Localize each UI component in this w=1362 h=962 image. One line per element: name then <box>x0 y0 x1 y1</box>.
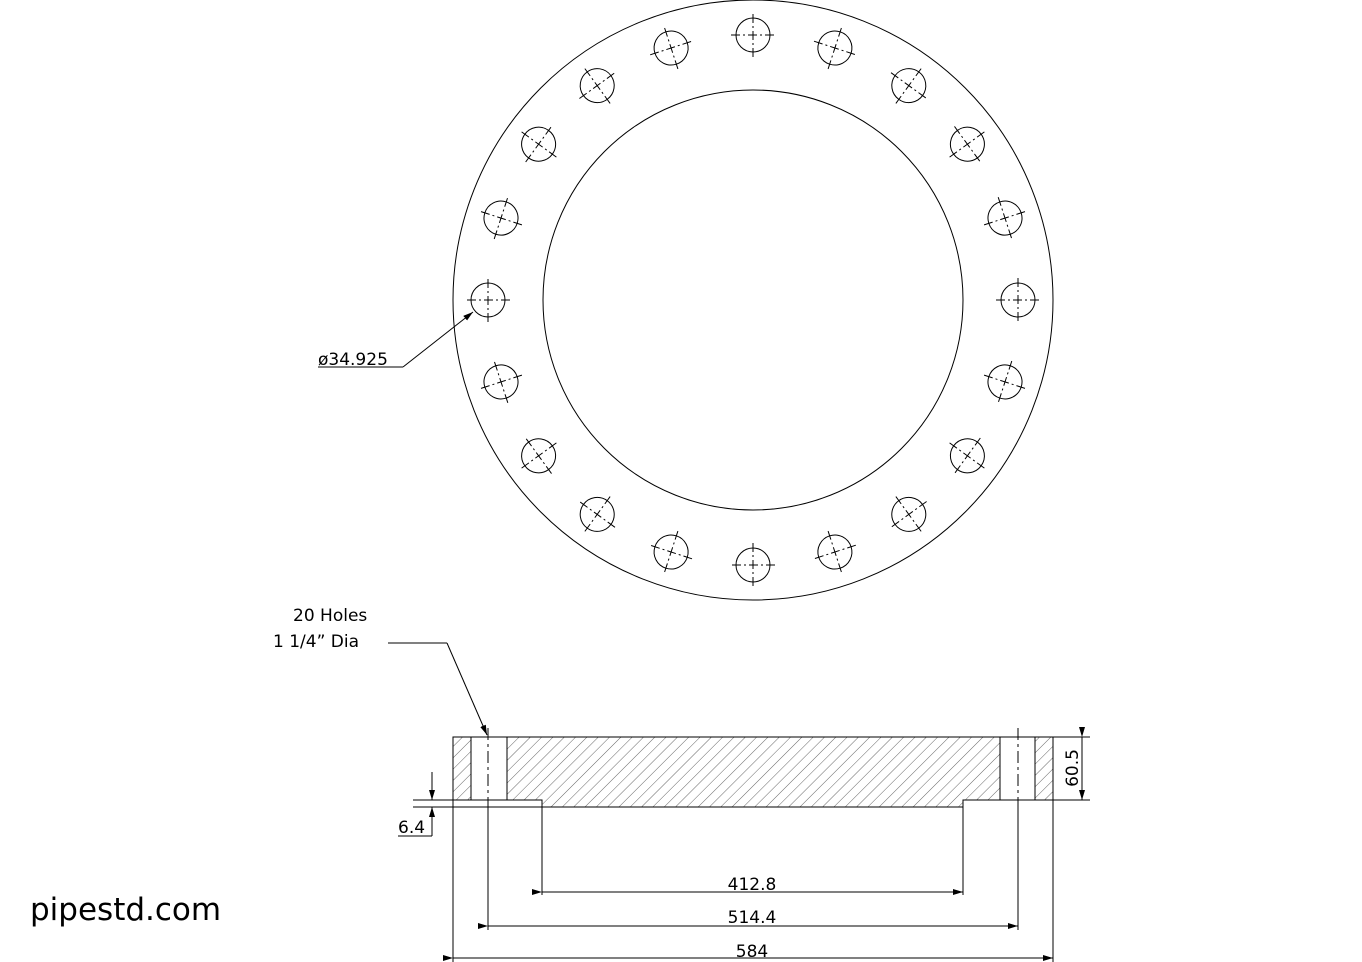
bolt-hole <box>813 530 856 574</box>
flange-section-hatch <box>452 736 1054 808</box>
dim-outer-dia: 584 <box>736 942 768 962</box>
bolt-hole <box>650 530 693 574</box>
bolt-hole <box>520 437 557 474</box>
bolt-hole <box>983 360 1027 403</box>
dim-raised-face: 6.4 <box>398 818 425 838</box>
bolt-hole <box>479 197 523 240</box>
bolt-hole <box>949 437 986 474</box>
hole-dia-leader <box>402 311 474 368</box>
dim-raised-face-dia: 412.8 <box>728 875 777 895</box>
bolt-hole <box>520 126 557 163</box>
hole-note-line2: 1 1/4” Dia <box>273 632 359 652</box>
bolt-hole <box>983 197 1027 240</box>
bolt-hole <box>479 360 523 403</box>
bolt-hole <box>466 278 510 322</box>
bolt-hole <box>813 26 856 70</box>
outer-circle <box>452 0 1054 601</box>
bolt-hole <box>890 67 927 104</box>
bolt-hole <box>579 496 616 533</box>
bolt-hole <box>949 126 986 163</box>
hole-diameter-label: ø34.925 <box>318 350 388 370</box>
dim-bolt-circle: 514.4 <box>728 908 777 928</box>
section-view <box>388 642 1090 962</box>
bolt-hole <box>996 278 1040 322</box>
watermark: pipestd.com <box>30 892 222 928</box>
bore-circle <box>542 89 964 511</box>
bolt-hole <box>731 13 775 57</box>
dim-thickness: 60.5 <box>1063 749 1083 787</box>
plan-view <box>318 0 1054 601</box>
hole-note-line1: 20 Holes <box>293 606 367 626</box>
bolt-hole <box>579 67 616 104</box>
bolt-hole <box>890 496 927 533</box>
bolt-hole <box>731 543 775 587</box>
bolt-holes <box>466 13 1040 587</box>
bolt-hole <box>650 26 693 70</box>
